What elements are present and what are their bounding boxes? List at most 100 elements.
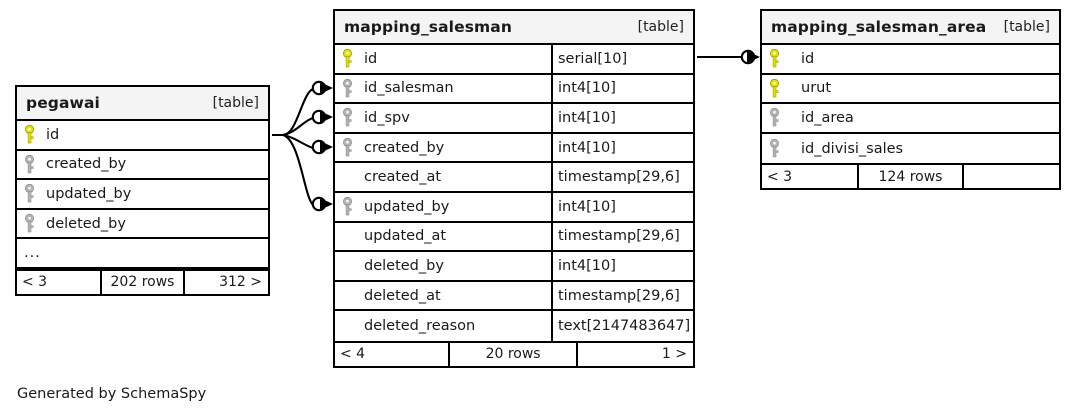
column-type-cell: timestamp[29,6] (551, 163, 693, 191)
row-count-label: 20 rows (447, 342, 579, 366)
column-name-cell: id_divisi_sales (762, 134, 1059, 164)
column-label: updated_by (364, 198, 450, 215)
next-page-button[interactable]: 312 > (219, 274, 262, 291)
table-row[interactable]: id serial[10] (335, 45, 693, 75)
table-row[interactable]: id_divisi_sales (762, 134, 1059, 164)
column-type-cell: int4[10] (551, 252, 693, 280)
column-label: id_area (801, 109, 854, 126)
connector-arrow-id_salesman (320, 82, 333, 94)
column-name-cell: deleted_by (335, 252, 551, 280)
column-name-cell: id_salesman (335, 75, 551, 103)
column-label: updated_at (364, 228, 447, 245)
primary-key-icon (342, 49, 364, 68)
table-card-mapping-salesman[interactable]: mapping_salesman [table] id (333, 9, 695, 368)
table-header-pegawai: pegawai [table] (17, 87, 268, 121)
column-list-mapping-salesman-area: id urut (762, 45, 1059, 163)
foreign-key-icon (342, 197, 364, 216)
prev-page-button[interactable]: < 4 (340, 346, 366, 363)
table-row[interactable]: updated_by int4[10] (335, 192, 693, 223)
table-header-mapping-salesman-area: mapping_salesman_area [table] (762, 11, 1059, 45)
column-label: id_salesman (364, 80, 454, 97)
column-type-label: timestamp[29,6] (558, 228, 680, 245)
column-type-label: timestamp[29,6] (558, 169, 680, 186)
next-page-button[interactable]: 1 > (661, 346, 687, 363)
column-list-pegawai: id created_by (17, 121, 268, 269)
column-type-label: text[2147483647] (558, 318, 691, 335)
column-label: id (46, 126, 60, 143)
table-title-mapping-salesman-area[interactable]: mapping_salesman_area (771, 18, 987, 36)
table-row[interactable]: deleted_by (17, 210, 268, 240)
table-row[interactable]: id_area (762, 104, 1059, 134)
table-card-mapping-salesman-area[interactable]: mapping_salesman_area [table] id (760, 9, 1061, 191)
table-row[interactable]: id_salesman int4[10] (335, 74, 693, 105)
next-page-button[interactable] (964, 165, 1059, 188)
prev-page-button[interactable]: < 3 (22, 274, 48, 291)
table-title-mapping-salesman[interactable]: mapping_salesman (344, 18, 512, 36)
column-type-cell: int4[10] (551, 192, 693, 221)
foreign-key-icon (769, 139, 791, 158)
table-row[interactable]: deleted_at timestamp[29,6] (335, 281, 693, 312)
table-row[interactable]: id (17, 121, 268, 151)
column-label: created_at (364, 169, 442, 186)
primary-key-icon (769, 78, 791, 98)
foreign-key-icon (24, 184, 46, 203)
foreign-key-icon (24, 154, 46, 174)
table-card-pegawai[interactable]: pegawai [table] id (15, 85, 270, 296)
foreign-key-icon (342, 138, 364, 157)
prev-page-button[interactable]: < 3 (767, 168, 793, 185)
table-title-pegawai[interactable]: pegawai (26, 94, 100, 112)
foreign-key-icon (769, 108, 791, 127)
table-row[interactable]: deleted_reason text[2147483647] (335, 311, 693, 341)
column-type-label: int4[10] (558, 257, 616, 274)
wire-pegawai-id-to-updated_by (282, 133, 314, 206)
table-row[interactable]: deleted_by int4[10] (335, 252, 693, 282)
column-type-cell: serial[10] (551, 45, 693, 73)
column-name-cell: id (335, 45, 551, 73)
table-footer-mapping-salesman: < 4 20 rows 1 > (335, 340, 693, 366)
column-name-cell: created_by (17, 151, 268, 179)
table-row[interactable]: urut (762, 75, 1059, 105)
wire-pegawai-id-to-id_spv (282, 116, 314, 137)
primary-key-icon (769, 49, 791, 68)
column-type-cell: int4[10] (551, 104, 693, 132)
column-label: id (364, 50, 378, 67)
column-name-cell: created_at (335, 163, 551, 191)
column-label: deleted_by (364, 257, 444, 274)
truncated-columns-indicator: ... (17, 239, 268, 269)
column-label: created_by (46, 156, 127, 173)
column-name-cell: created_by (335, 134, 551, 162)
primary-key-icon (24, 125, 46, 144)
column-name-cell: deleted_by (17, 210, 268, 238)
column-type-label: serial[10] (558, 50, 628, 67)
column-label: updated_by (46, 185, 132, 202)
table-row[interactable]: created_by (17, 151, 268, 181)
table-row[interactable]: updated_at timestamp[29,6] (335, 222, 693, 253)
column-type-label: int4[10] (558, 198, 616, 215)
column-name-cell: id_area (762, 104, 1059, 132)
column-name-cell: updated_by (335, 193, 551, 221)
table-row[interactable]: created_at timestamp[29,6] (335, 163, 693, 193)
table-row[interactable]: id (762, 45, 1059, 75)
table-row[interactable]: created_by int4[10] (335, 133, 693, 164)
column-type-cell: int4[10] (551, 133, 693, 162)
row-count-label: 124 rows (857, 165, 964, 189)
table-row[interactable]: updated_by (17, 180, 268, 210)
table-footer-mapping-salesman-area: < 3 124 rows (762, 163, 1059, 189)
table-row[interactable]: id_spv int4[10] (335, 104, 693, 134)
table-kind-label: [table] (637, 19, 684, 35)
table-header-mapping-salesman: mapping_salesman [table] (335, 11, 693, 45)
column-list-mapping-salesman: id serial[10] (335, 45, 693, 341)
column-name-cell: id (762, 45, 1059, 73)
connector-arrow-id_spv (320, 111, 333, 123)
column-label: deleted_by (46, 215, 126, 232)
column-name-cell: id (17, 121, 268, 149)
column-type-cell: timestamp[29,6] (551, 222, 693, 251)
column-name-cell: updated_at (335, 223, 551, 251)
table-footer-pegawai: < 3 202 rows 312 > (17, 268, 268, 294)
generated-by-label: Generated by SchemaSpy (17, 386, 207, 402)
column-type-cell: timestamp[29,6] (551, 281, 693, 310)
connector-arrow-created_by (320, 141, 333, 153)
foreign-key-icon (342, 78, 364, 98)
wire-pegawai-id-to-id_salesman (272, 88, 314, 137)
